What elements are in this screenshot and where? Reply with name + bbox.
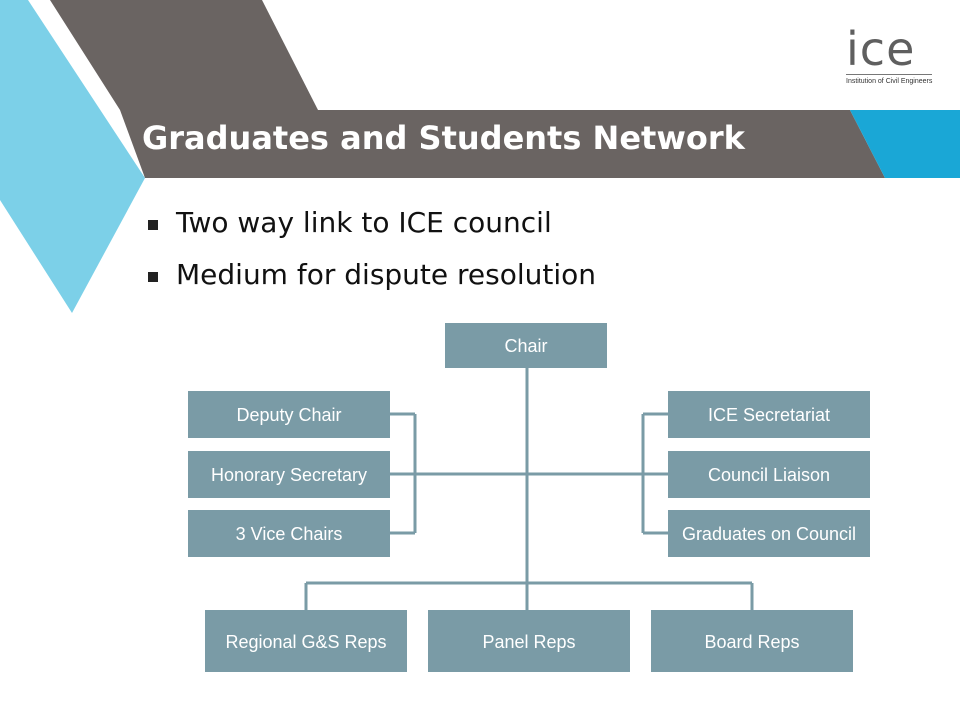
org-box bbox=[188, 510, 390, 557]
org-box-label: 3 Vice Chairs bbox=[236, 524, 343, 544]
blue-accent-bar bbox=[850, 110, 960, 178]
connector-lines bbox=[304, 368, 754, 610]
org-box-label: Graduates on Council bbox=[682, 524, 856, 544]
slide-title: Graduates and Students Network bbox=[142, 119, 745, 157]
org-box-graduates-on-council: Graduates on Council bbox=[668, 510, 870, 557]
org-box bbox=[445, 323, 607, 368]
org-box bbox=[428, 610, 630, 672]
org-box bbox=[188, 451, 390, 498]
org-box-ice-secretariat: ICE Secretariat bbox=[668, 391, 870, 438]
org-box-label: Chair bbox=[504, 336, 547, 356]
bullet-item: Medium for dispute resolution bbox=[148, 252, 596, 304]
org-box-label: Regional G&S Reps bbox=[225, 632, 386, 652]
gray-top-band bbox=[50, 0, 318, 110]
org-box-regional-reps: Regional G&S Reps bbox=[205, 610, 407, 672]
light-blue-diamond bbox=[0, 0, 145, 313]
org-box-panel-reps: Panel Reps bbox=[428, 610, 630, 672]
bullet-item: Two way link to ICE council bbox=[148, 200, 596, 252]
org-box bbox=[668, 510, 870, 557]
org-box-label: Board Reps bbox=[704, 632, 799, 652]
bullet-text: Two way link to ICE council bbox=[176, 206, 552, 239]
gray-title-bar bbox=[120, 110, 885, 178]
logo-divider bbox=[846, 74, 932, 75]
org-box-deputy-chair: Deputy Chair bbox=[188, 391, 390, 438]
org-box-honorary-secretary: Honorary Secretary bbox=[188, 451, 390, 498]
org-box-label: ICE Secretariat bbox=[708, 405, 830, 425]
org-box-label: Panel Reps bbox=[482, 632, 575, 652]
org-box-label: Council Liaison bbox=[708, 465, 830, 485]
org-box-label: Honorary Secretary bbox=[211, 465, 367, 485]
org-box-vice-chairs: 3 Vice Chairs bbox=[188, 510, 390, 557]
org-box bbox=[205, 610, 407, 672]
org-box bbox=[668, 391, 870, 438]
bullet-text: Medium for dispute resolution bbox=[176, 258, 597, 291]
logo-subtitle: Institution of Civil Engineers bbox=[846, 78, 933, 85]
logo-mark: ice bbox=[846, 22, 916, 76]
ice-logo: ice Institution of Civil Engineers bbox=[846, 26, 936, 85]
org-box bbox=[651, 610, 853, 672]
org-box bbox=[668, 451, 870, 498]
org-box-board-reps: Board Reps bbox=[651, 610, 853, 672]
org-box-council-liaison: Council Liaison bbox=[668, 451, 870, 498]
bullet-list: Two way link to ICE council Medium for d… bbox=[148, 200, 596, 304]
org-box bbox=[188, 391, 390, 438]
bullet-square-icon bbox=[148, 272, 158, 282]
org-box-label: Deputy Chair bbox=[236, 405, 341, 425]
bullet-square-icon bbox=[148, 220, 158, 230]
org-box-chair: Chair bbox=[445, 323, 607, 368]
